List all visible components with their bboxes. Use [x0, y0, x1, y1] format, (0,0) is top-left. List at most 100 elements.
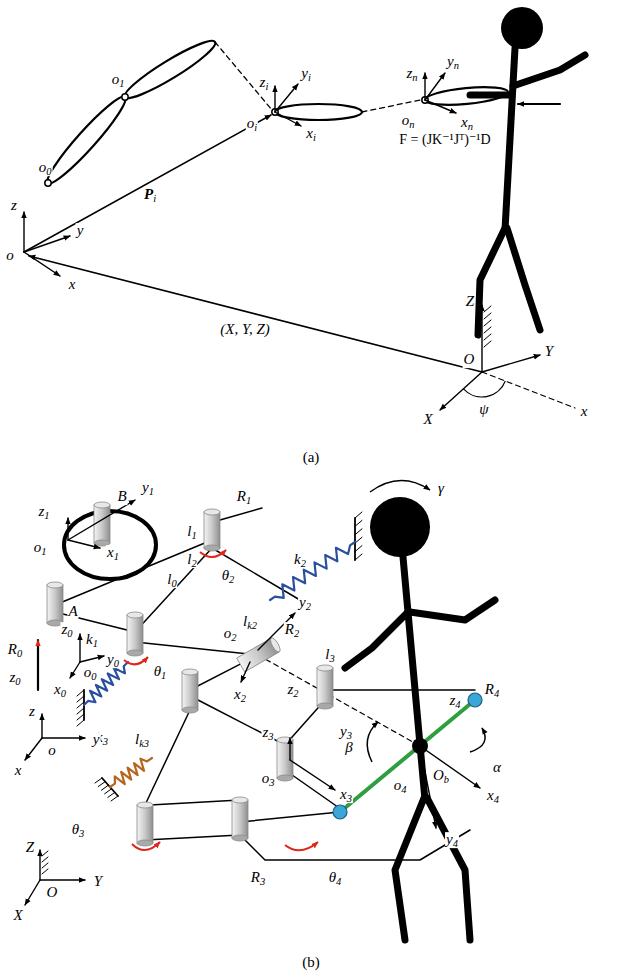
joint-cylinder	[232, 797, 248, 841]
label-main: y	[77, 222, 84, 238]
symbol-label: lk3	[134, 732, 150, 748]
joint-circle	[45, 180, 51, 186]
symbol-label: o3	[261, 771, 276, 787]
wall-hatch	[355, 520, 362, 526]
symbol-label: oi	[246, 116, 258, 132]
cylinder-top	[127, 612, 143, 618]
label-main: O	[464, 351, 475, 367]
label-main: (b)	[302, 954, 320, 970]
axis-arrow	[23, 212, 24, 252]
symbol-label: o2	[223, 626, 238, 642]
label-subscript: i	[265, 81, 268, 92]
label-main: z	[9, 669, 15, 685]
symbol-label: z1	[37, 504, 50, 520]
symbol-label: o1	[111, 72, 126, 88]
label-subscript: 1	[119, 78, 124, 89]
symbol-label: l3	[324, 647, 335, 663]
symbol-label: R0	[7, 642, 23, 658]
label-subscript: 1	[114, 551, 119, 562]
ground-hatch	[484, 334, 491, 340]
label-subscript: 3	[79, 828, 84, 839]
label-subscript: 1	[44, 510, 49, 521]
axis-arrow	[425, 100, 456, 113]
label-main: X	[13, 907, 22, 923]
rotation-axis-arrow	[37, 640, 39, 690]
label-subscript: 4	[494, 688, 499, 699]
axis-arrow	[290, 760, 335, 790]
label-main: y	[142, 479, 149, 495]
wall-hatch	[77, 708, 84, 714]
wall-hatch	[355, 529, 362, 535]
dashed-link	[258, 655, 420, 746]
rod-ball	[468, 693, 482, 707]
rotation-arrow	[370, 480, 430, 492]
symbol-label: x1	[106, 545, 120, 561]
label-main: o	[224, 625, 232, 641]
cylinder-body	[127, 615, 143, 653]
symbol-label: Y	[544, 344, 554, 360]
label-main: R	[251, 869, 260, 885]
wall-hatch	[355, 512, 362, 518]
symbol-label: y	[92, 732, 101, 748]
stick-figure-body	[505, 48, 515, 230]
wall-hatch	[101, 785, 108, 790]
axis-arrow	[39, 850, 40, 880]
label-main: z	[406, 65, 412, 81]
mechanism-link	[135, 548, 212, 632]
symbol-label: o0	[83, 665, 98, 681]
symbol-label: l2	[186, 552, 197, 568]
wall-hatch	[95, 778, 102, 783]
symbol-label: o4	[393, 778, 408, 794]
mechanism-link	[135, 642, 258, 655]
symbol-label: zn	[405, 66, 418, 82]
symbol-label: o	[5, 248, 15, 264]
label-subscript: 3	[269, 777, 274, 788]
wall-hatch	[111, 796, 118, 801]
label-main: x	[581, 403, 588, 419]
symbol-label: zi	[259, 75, 270, 91]
mechanism-link	[145, 835, 240, 840]
label-main: o	[6, 247, 14, 263]
cylinder-top	[232, 797, 248, 803]
wall-hatch	[108, 792, 115, 797]
label-subscript: 0	[61, 688, 66, 699]
cylinder-bottom	[182, 707, 198, 713]
cylinder-top	[137, 802, 153, 808]
symbol-label: y2	[298, 595, 312, 611]
label-subscript: k3	[139, 738, 149, 749]
rotation-arrow	[132, 842, 160, 850]
symbol-label: l1	[186, 524, 197, 540]
label-main: R	[8, 641, 17, 657]
stick-figure-limb	[513, 55, 585, 86]
label-main: O	[433, 767, 444, 783]
symbol-label: θ2	[221, 568, 236, 584]
label-main: Y	[545, 343, 553, 359]
symbol-label: θ4	[328, 870, 343, 886]
symbol-label: y0	[106, 652, 120, 668]
label-main: o	[394, 777, 402, 793]
symbol-label: y	[76, 223, 85, 239]
label-main: θ	[222, 567, 229, 583]
label-main: y	[107, 651, 114, 667]
axis-arrow	[68, 500, 135, 540]
label-main: z	[287, 681, 293, 697]
drawing-group	[24, 7, 585, 940]
label-main: (a)	[303, 449, 320, 465]
symbol-label: ψ	[478, 402, 489, 418]
symbol-label: R2	[284, 622, 300, 638]
label-subscript: n	[412, 72, 417, 83]
symbol-label: xi	[305, 126, 317, 142]
label-subscript: 4	[453, 838, 458, 849]
symbol-label: β	[344, 740, 353, 756]
stick-figure-body	[403, 557, 425, 800]
label-subscript: 2	[293, 688, 298, 699]
label-subscript: i	[313, 132, 316, 143]
label-main: X	[423, 411, 432, 427]
symbol-label: l0	[166, 572, 177, 588]
label-subscript: n	[409, 119, 414, 130]
stick-figure-limb	[345, 612, 408, 668]
cylinder-top	[269, 637, 282, 654]
position-vector	[29, 256, 482, 372]
label-main: F = (JK⁻¹Jᵀ)⁻¹D	[399, 132, 490, 147]
symbol-label: α	[492, 760, 502, 776]
